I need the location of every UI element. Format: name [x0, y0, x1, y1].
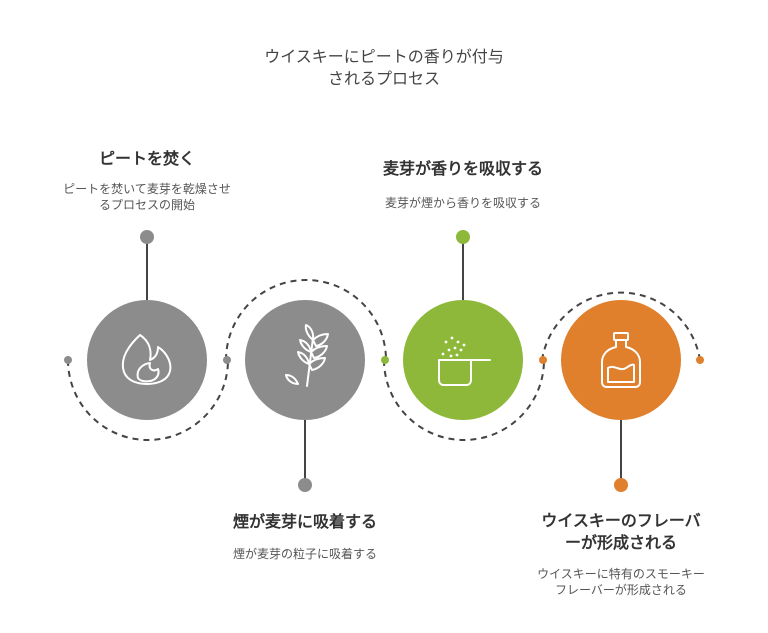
marker-dot-step-2	[298, 478, 312, 492]
step-1-title-line-1: ピートを焚く	[98, 149, 195, 168]
arc-dot-4	[539, 356, 547, 364]
step-1-circle	[87, 300, 207, 420]
diagram-title-line-2: されるプロセス	[327, 69, 440, 88]
step-1-description: ピートを焚いて麦芽を乾燥させ るプロセスの開始	[32, 181, 262, 213]
step-3-desc-line-1: 麦芽が煙から香りを吸収する	[384, 196, 541, 210]
step-4-desc-line-1: ウイスキーに特有のスモーキー	[537, 567, 705, 581]
step-2-title: 煙が麦芽に吸着する	[190, 511, 420, 533]
step-4-title-line-1: ウイスキーのフレーバ	[541, 511, 701, 530]
wheat-icon	[285, 324, 329, 387]
fire-icon	[121, 334, 172, 385]
dashed-connectors	[67, 279, 701, 441]
step-2-description: 煙が麦芽の粒子に吸着する	[190, 546, 420, 562]
marker-dot-step-3	[456, 230, 470, 244]
whisky-bottle-icon	[601, 332, 641, 388]
arc-step-4	[541, 291, 701, 361]
step-4-desc-line-2: フレーバーが形成される	[555, 583, 687, 597]
step-2-desc-line-1: 煙が麦芽の粒子に吸着する	[232, 547, 377, 561]
diagram-title-line-1: ウイスキーにピートの香りが付与	[264, 47, 504, 66]
step-3-description: 麦芽が煙から香りを吸収する	[348, 195, 578, 211]
arc-dot-3	[381, 356, 389, 364]
step-1-desc-line-1: ピートを焚いて麦芽を乾燥させ	[63, 182, 231, 196]
arc-step-3	[383, 359, 545, 441]
step-3-title: 麦芽が香りを吸収する	[343, 158, 583, 180]
arc-dot-5	[696, 356, 704, 364]
step-4-description: ウイスキーに特有のスモーキー フレーバーが形成される	[506, 566, 736, 598]
arc-dot-2	[223, 356, 231, 364]
arc-step-2	[225, 279, 387, 361]
arc-step-1	[67, 359, 229, 441]
step-1-desc-line-2: るプロセスの開始	[98, 198, 195, 212]
step-1-title: ピートを焚く	[47, 148, 247, 170]
step-4-title: ウイスキーのフレーバ ーが形成される	[511, 510, 731, 554]
arc-dot-1	[64, 356, 72, 364]
marker-dot-step-4	[614, 478, 628, 492]
marker-dot-step-1	[140, 230, 154, 244]
scoop-icon	[438, 336, 491, 386]
step-3-title-line-1: 麦芽が香りを吸収する	[382, 159, 543, 178]
diagram-title: ウイスキーにピートの香りが付与 されるプロセス	[0, 46, 768, 90]
step-4-circle	[561, 300, 681, 420]
step-4-title-line-2: ーが形成される	[564, 533, 677, 552]
step-2-circle	[245, 300, 365, 420]
step-2-title-line-1: 煙が麦芽に吸着する	[232, 512, 377, 531]
